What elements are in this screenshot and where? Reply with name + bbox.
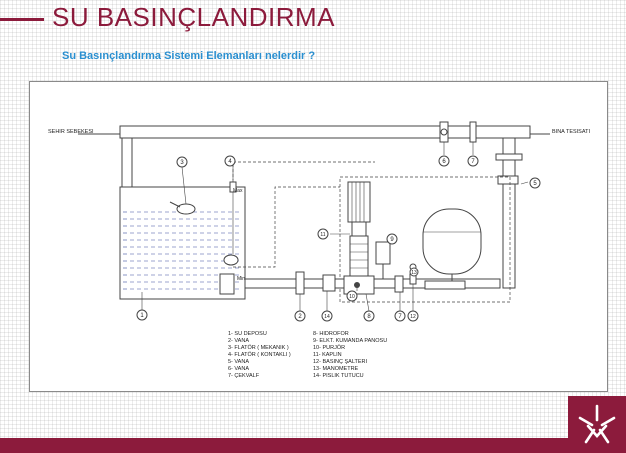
callout-13: 13 — [411, 270, 417, 276]
pump-stage-lines — [350, 243, 368, 269]
min-level-label: Min — [237, 276, 245, 282]
purger-10 — [354, 282, 360, 288]
legend-item-7: 7- ÇEKVALF — [228, 373, 260, 379]
contact-float-4 — [223, 254, 239, 266]
page-subtitle: Su Basınçlandırma Sistemi Elemanları nel… — [62, 50, 316, 62]
main-supply-pipe — [119, 125, 531, 139]
legend-item-11: 11- KAPLIN — [313, 352, 342, 358]
legend-item-2: 2- VANA — [228, 338, 249, 344]
callout-9: 9 — [390, 237, 394, 243]
city-network-label: SEHIR SEBEKESI — [48, 129, 94, 135]
legend-item-4: 4- FLATÖR ( KONTAKLI ) — [228, 351, 291, 358]
callout-11: 11 — [320, 232, 325, 238]
legend-item-5: 5- VANA — [228, 359, 249, 365]
callout-7-bottom: 7 — [398, 314, 402, 320]
pump-motor — [347, 181, 371, 223]
legend-item-12: 12- BASINÇ ŞALTERI — [313, 359, 367, 365]
legend-item-3: 3- FLATÖR ( MEKANIK ) — [228, 344, 289, 351]
footer-bar — [0, 438, 568, 453]
callout-leaders — [141, 142, 529, 312]
callout-4: 4 — [228, 159, 232, 165]
legend-item-10: 10- PURJÖR — [313, 344, 345, 351]
control-panel-9 — [375, 241, 391, 265]
legend: 1- SU DEPOSU 2- VANA 3- FLATÖR ( MEKANIK… — [228, 331, 387, 379]
callout-10: 10 — [349, 294, 355, 300]
page-title: SU BASINÇLANDIRMA — [52, 2, 335, 32]
callout-5: 5 — [533, 181, 537, 187]
pressure-tank — [422, 208, 482, 275]
motor-fins — [351, 182, 365, 222]
check-valve-7-top — [469, 121, 477, 143]
diagram-frame: SEHIR SEBEKESI BINA TESISATI Max Min — [29, 81, 608, 392]
legend-item-14: 14- PISLIK TUTUCU — [313, 373, 364, 379]
check-valve-7-bottom — [394, 275, 404, 293]
star-logo-icon — [578, 404, 616, 444]
water-pressure-diagram: SEHIR SEBEKESI BINA TESISATI Max Min — [48, 121, 590, 379]
callouts: 1 2 3 4 5 6 7 7 8 9 10 11 12 13 14 — [136, 155, 541, 322]
tank-outlet-box — [219, 273, 235, 295]
legend-item-1: 1- SU DEPOSU — [228, 331, 267, 337]
valve-2 — [295, 271, 305, 295]
callout-6: 6 — [442, 159, 446, 165]
discharge-pipe — [424, 280, 466, 290]
legend-item-8: 8- HIDROFOR — [313, 331, 349, 337]
coupling-11 — [351, 221, 367, 237]
legend-item-13: 13- MANOMETRE — [313, 366, 359, 372]
logo — [568, 396, 626, 453]
riser-coupling — [495, 153, 523, 161]
title-rule — [0, 18, 44, 21]
callout-3: 3 — [180, 160, 184, 166]
mechanical-float-3 — [176, 203, 196, 215]
valve-5 — [497, 175, 519, 185]
callout-2: 2 — [298, 314, 302, 320]
pump-stages — [349, 235, 369, 277]
callout-14: 14 — [324, 314, 330, 320]
max-level-label: Max — [233, 188, 243, 194]
strainer-14 — [322, 274, 336, 292]
callout-7-top: 7 — [471, 159, 475, 165]
float-arm — [169, 201, 181, 208]
callout-12: 12 — [410, 314, 416, 320]
callout-8: 8 — [367, 314, 371, 320]
legend-item-6: 6- VANA — [228, 366, 249, 372]
building-installation-label: BINA TESISATI — [552, 129, 590, 135]
valve-6-wheel — [440, 128, 448, 136]
legend-item-9: 9- ELKT. KUMANDA PANOSU — [313, 338, 387, 344]
callout-1: 1 — [140, 313, 144, 319]
